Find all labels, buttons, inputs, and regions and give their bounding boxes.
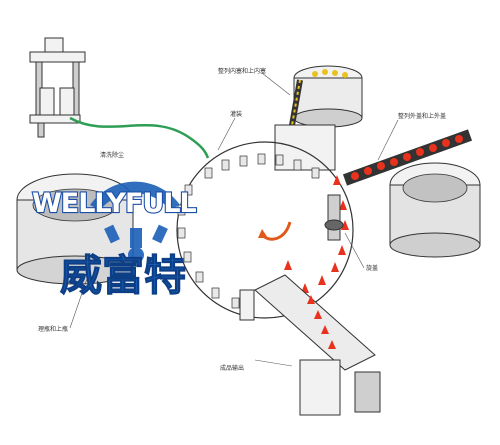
outer-cap-sorter	[342, 129, 481, 258]
label-product-output: 成品输出	[220, 364, 244, 372]
brand-name-en: WELLYFULL	[32, 188, 197, 219]
label-cleaning-filling: 清洗除尘	[100, 151, 124, 159]
brand-name-cn: 威富特	[60, 251, 186, 300]
inner-plug-sorter	[274, 65, 363, 171]
supply-tube	[69, 116, 210, 159]
label-outer-cap-sorting: 整列外盖和上外盖	[398, 112, 446, 120]
capping-head	[324, 194, 344, 241]
filling-head	[29, 37, 86, 138]
label-inner-plug-sorting: 整列内塞和上内塞	[218, 67, 266, 75]
gear-icon	[90, 181, 180, 263]
brand-logo: WELLYFULL 威富特	[31, 181, 199, 301]
label-screw-cap: 旋盖	[366, 264, 378, 272]
label-bottle-sorting: 理瓶和上瓶	[38, 325, 68, 333]
label-vacuum: 灌装	[230, 110, 242, 118]
rotary-table	[176, 141, 354, 319]
output-conveyor	[239, 274, 381, 416]
